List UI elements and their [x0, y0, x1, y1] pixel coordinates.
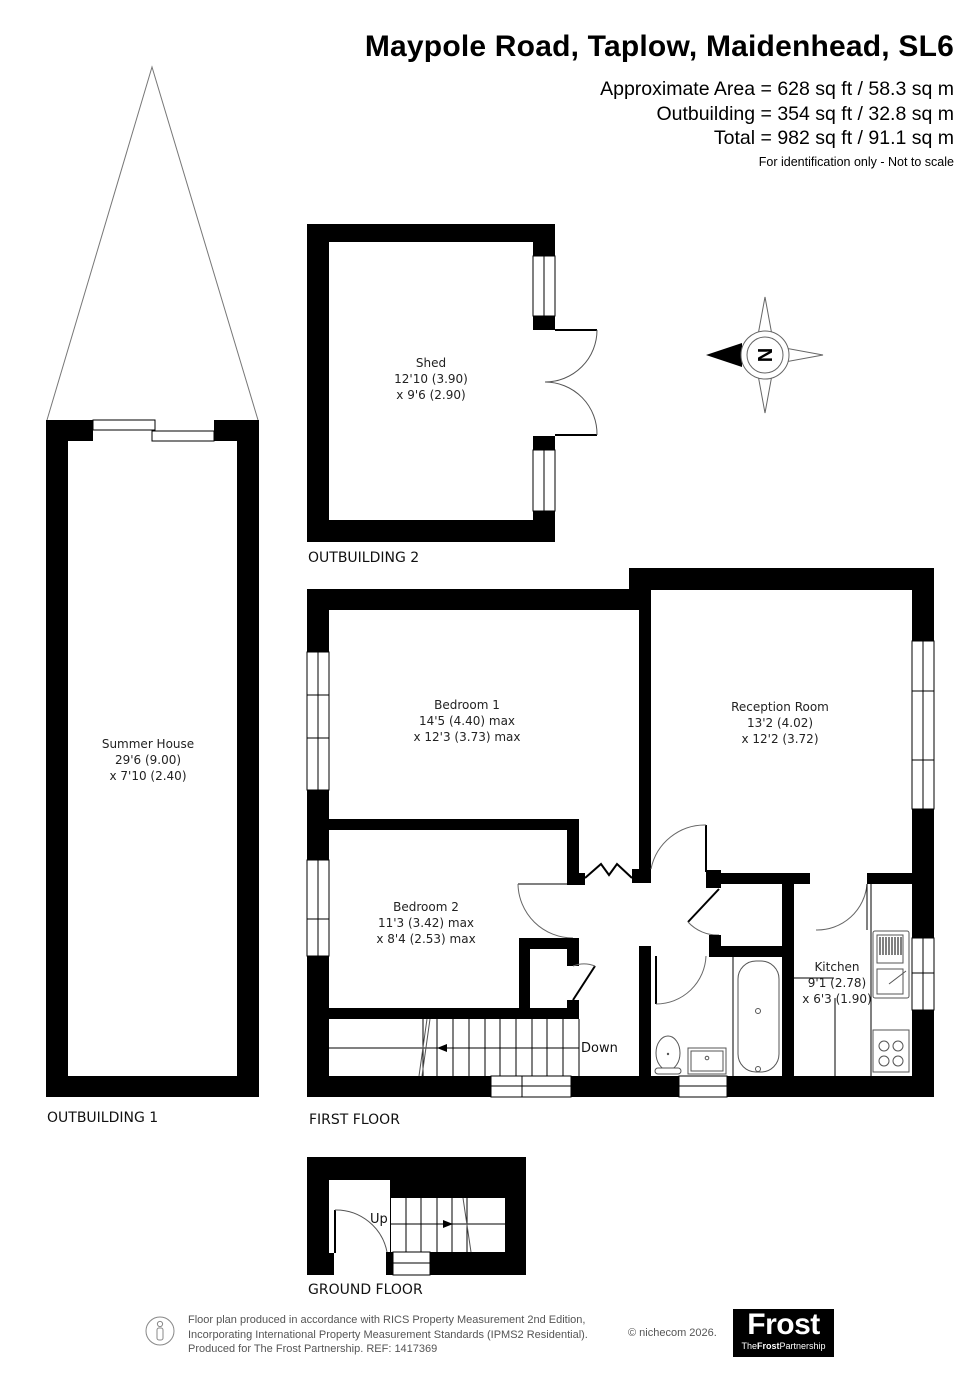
partition-wall	[639, 599, 651, 869]
approximate-area: Approximate Area = 628 sq ft / 58.3 sq m	[600, 78, 954, 100]
svg-text:x 12'3 (3.73) max: x 12'3 (3.73) max	[414, 730, 521, 744]
staircase-down: Down	[329, 1018, 618, 1077]
outbuilding-1: Summer House 29'6 (9.00) x 7'10 (2.40) O…	[46, 65, 259, 1126]
floor-label-ground-floor: GROUND FLOOR	[308, 1282, 423, 1298]
frost-logo: Frost TheFrostPartnership	[733, 1309, 834, 1357]
svg-text:14'5 (4.40) max: 14'5 (4.40) max	[419, 714, 515, 728]
copyright: © nichecom 2026.	[628, 1327, 717, 1339]
svg-text:x 6'3 (1.90): x 6'3 (1.90)	[802, 992, 871, 1006]
stairs-up-label: Up	[370, 1212, 388, 1227]
roof-outline	[46, 65, 259, 421]
svg-text:Summer House: Summer House	[102, 737, 194, 751]
hob-icon	[872, 1029, 910, 1073]
svg-text:x 7'10 (2.40): x 7'10 (2.40)	[109, 769, 186, 783]
toilet-icon	[654, 1035, 682, 1075]
svg-text:Kitchen: Kitchen	[814, 960, 859, 974]
svg-text:Shed: Shed	[416, 356, 446, 370]
floor-label-first-floor: FIRST FLOOR	[309, 1112, 400, 1128]
room-label-summer-house: Summer House 29'6 (9.00) x 7'10 (2.40)	[102, 737, 194, 783]
ground-floor-walls	[307, 1157, 526, 1275]
disclaimer: For identification only - Not to scale	[758, 155, 954, 169]
door-swing	[517, 883, 574, 939]
room-label-kitchen: Kitchen 9'1 (2.78) x 6'3 (1.90)	[802, 960, 871, 1006]
person-icon	[145, 1316, 175, 1346]
outbuilding-area: Outbuilding = 354 sq ft / 32.8 sq m	[656, 103, 954, 125]
room-label-shed: Shed 12'10 (3.90) x 9'6 (2.90)	[394, 356, 468, 402]
svg-text:x 9'6 (2.90): x 9'6 (2.90)	[396, 388, 465, 402]
footer-line-2: Incorporating International Property Mea…	[188, 1328, 588, 1341]
first-floor: Down	[306, 568, 935, 1128]
basin-icon	[687, 1047, 727, 1075]
svg-text:9'1 (2.78): 9'1 (2.78)	[808, 976, 866, 990]
footer-notes: Floor plan produced in accordance with R…	[188, 1313, 588, 1357]
sliding-door	[92, 419, 156, 431]
stairs-down-label: Down	[581, 1041, 618, 1056]
shed-double-doors	[544, 329, 598, 436]
footer-line-3: Produced for The Frost Partnership. REF:…	[188, 1343, 438, 1355]
svg-text:12'10 (3.90): 12'10 (3.90)	[394, 372, 468, 386]
footer-line-1: Floor plan produced in accordance with R…	[188, 1314, 586, 1326]
summer-house-walls	[46, 420, 259, 1097]
svg-text:Bedroom 1: Bedroom 1	[434, 698, 500, 712]
svg-text:Reception Room: Reception Room	[731, 700, 829, 714]
logo-subtitle: TheFrostPartnership	[741, 1341, 826, 1351]
room-label-bedroom-2: Bedroom 2 11'3 (3.42) max x 8'4 (2.53) m…	[376, 900, 475, 946]
svg-text:29'6 (9.00): 29'6 (9.00)	[115, 753, 181, 767]
svg-text:13'2 (4.02): 13'2 (4.02)	[747, 716, 813, 730]
room-label-reception-room: Reception Room 13'2 (4.02) x 12'2 (3.72)	[731, 700, 829, 746]
total-area: Total = 982 sq ft / 91.1 sq m	[713, 127, 954, 149]
staircase-up: Up	[370, 1197, 505, 1253]
sliding-door	[151, 430, 215, 442]
ground-floor: Up GROUND FLOOR	[307, 1157, 526, 1298]
svg-text:x 8'4 (2.53) max: x 8'4 (2.53) max	[376, 932, 475, 946]
sink-icon	[872, 930, 910, 999]
floor-label-outbuilding-2: OUTBUILDING 2	[308, 550, 419, 566]
svg-text:11'3 (3.42) max: 11'3 (3.42) max	[378, 916, 474, 930]
floor-label-outbuilding-1: OUTBUILDING 1	[47, 1110, 158, 1126]
svg-text:x 12'2 (3.72): x 12'2 (3.72)	[741, 732, 818, 746]
room-label-bedroom-1: Bedroom 1 14'5 (4.40) max x 12'3 (3.73) …	[414, 698, 521, 744]
svg-text:Bedroom 2: Bedroom 2	[393, 900, 459, 914]
property-title: Maypole Road, Taplow, Maidenhead, SL6	[364, 30, 954, 63]
svg-text:N: N	[755, 348, 777, 362]
bath-icon	[737, 960, 780, 1073]
compass-north-icon: N	[706, 296, 824, 414]
logo-wordmark: Frost	[747, 1308, 820, 1341]
outbuilding-2: Shed 12'10 (3.90) x 9'6 (2.90) OUTBUILDI…	[307, 224, 598, 566]
